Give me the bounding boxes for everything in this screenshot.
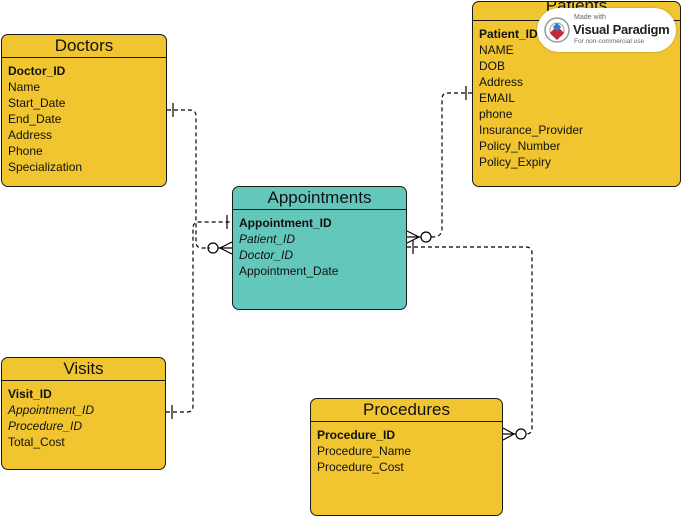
visual-paradigm-logo-icon <box>544 17 570 43</box>
zero-mark-procedures <box>515 428 527 440</box>
watermark-badge: Made with Visual Paradigm For non-commer… <box>537 8 676 52</box>
attribute-start-date: Start_Date <box>8 96 66 110</box>
attribute-specialization: Specialization <box>8 160 83 174</box>
entity-procedures[interactable]: Procedures Procedure_ID Procedure_Name P… <box>310 398 503 516</box>
attribute-appointment-id: Appointment_ID <box>239 216 332 230</box>
attribute-doctor-id-fk: Doctor_ID <box>239 248 294 262</box>
attribute-appointment-date: Appointment_Date <box>239 264 339 278</box>
connector-patients-appointments <box>431 92 472 238</box>
entity-title-doctors: Doctors <box>2 35 166 58</box>
entity-title-procedures: Procedures <box>311 399 502 422</box>
entity-title-appointments: Appointments <box>233 187 406 210</box>
entity-appointments[interactable]: Appointments Appointment_ID Patient_ID D… <box>232 186 407 310</box>
attribute-procedure-id-fk: Procedure_ID <box>8 419 83 433</box>
attribute-insurance-provider: Insurance_Provider <box>479 123 584 137</box>
attribute-doctor-id: Doctor_ID <box>8 64 66 78</box>
attribute-end-date: End_Date <box>8 112 62 126</box>
entity-visits[interactable]: Visits Visit_ID Appointment_ID Procedure… <box>1 357 166 470</box>
attribute-policy-expiry: Policy_Expiry <box>479 155 552 169</box>
attribute-appointment-id-fk: Appointment_ID <box>8 403 95 417</box>
connector-visits-appointments <box>166 221 232 413</box>
attribute-name: NAME <box>479 43 514 57</box>
attribute-name: Name <box>8 80 41 94</box>
attribute-procedure-name: Procedure_Name <box>317 444 412 458</box>
attribute-phone: phone <box>479 107 513 121</box>
watermark-brand: Visual Paradigm <box>573 22 670 37</box>
connector-appointments-procedures <box>407 246 533 435</box>
attribute-email: EMAIL <box>479 91 516 105</box>
entity-title-visits: Visits <box>2 358 165 381</box>
attribute-address: Address <box>8 128 53 142</box>
attribute-dob: DOB <box>479 59 506 73</box>
attribute-procedure-id: Procedure_ID <box>317 428 396 442</box>
attribute-address: Address <box>479 75 524 89</box>
attribute-visit-id: Visit_ID <box>8 387 52 401</box>
attribute-procedure-cost: Procedure_Cost <box>317 460 404 474</box>
watermark-made-with: Made with <box>574 14 606 21</box>
attribute-policy-number: Policy_Number <box>479 139 561 153</box>
zero-mark-appointments-patients <box>420 231 432 243</box>
attribute-total-cost: Total_Cost <box>8 435 65 449</box>
connector-doctors-appointments <box>167 109 210 249</box>
watermark-note: For non-commercial use <box>574 38 645 45</box>
attribute-phone: Phone <box>8 144 43 158</box>
attribute-patient-id: Patient_ID <box>479 27 538 41</box>
entity-doctors[interactable]: Doctors Doctor_ID Name Start_Date End_Da… <box>1 34 167 187</box>
attribute-patient-id-fk: Patient_ID <box>239 232 296 246</box>
